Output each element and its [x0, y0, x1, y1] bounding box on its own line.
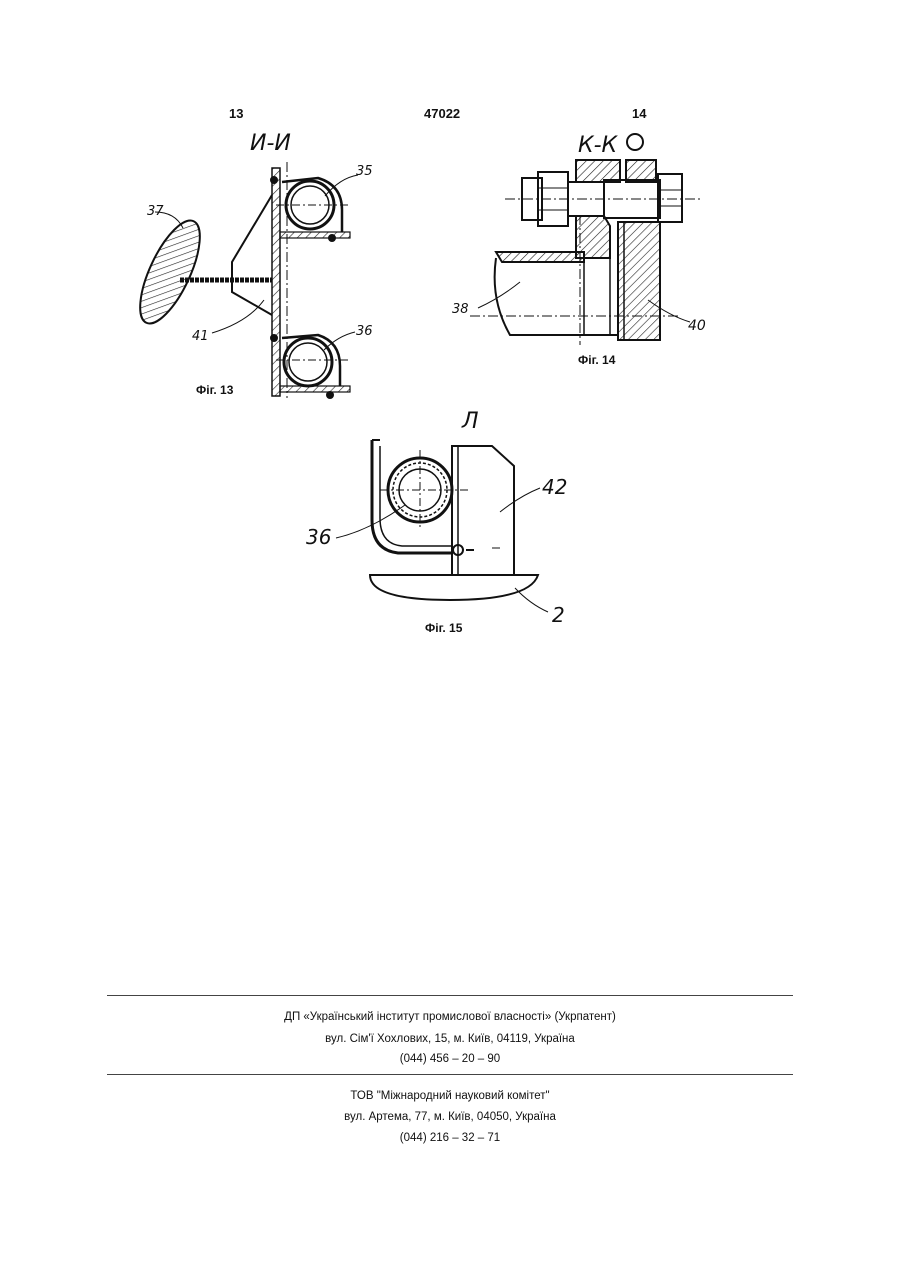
- fig15-caption: Фіг. 15: [425, 621, 463, 635]
- fig13-section-label: И-И: [250, 131, 291, 156]
- publisher-phone: (044) 456 – 20 – 90: [0, 1053, 900, 1065]
- fig14-callout-40: 40: [688, 318, 706, 334]
- fig15-callout-36: 36: [306, 525, 331, 549]
- fig15-callout-42: 42: [542, 475, 567, 499]
- fig13-caption: Фіг. 13: [196, 383, 234, 397]
- fig15-callout-2: 2: [552, 603, 565, 627]
- fig15-view-label: Л: [461, 409, 479, 434]
- patent-drawings: И-И 37 35 41 36 Фіг. 13: [0, 0, 900, 650]
- fig13-callout-36: 36: [356, 324, 373, 339]
- fig14-caption: Фіг. 14: [578, 353, 616, 367]
- fig13-callout-37: 37: [147, 204, 164, 219]
- publisher-name: ДП «Український інститут промислової вла…: [0, 1011, 900, 1023]
- printer-phone: (044) 216 – 32 – 71: [0, 1132, 900, 1144]
- footer-rule-top: [107, 995, 793, 996]
- fig14-section-label: К-К: [578, 133, 619, 158]
- printer-name: ТОВ "Міжнародний науковий комітет": [0, 1090, 900, 1102]
- fig14-callout-38: 38: [452, 302, 469, 317]
- printer-address: вул. Артема, 77, м. Київ, 04050, Україна: [0, 1111, 900, 1123]
- publisher-address: вул. Сім'ї Хохлових, 15, м. Київ, 04119,…: [0, 1033, 900, 1045]
- figure-14: К-К 38 40 Фіг. 14: [452, 133, 706, 367]
- figure-13: И-И 37 35 41 36 Фіг. 13: [128, 131, 372, 398]
- fig13-callout-41: 41: [192, 329, 209, 344]
- fig13-callout-35: 35: [356, 164, 373, 179]
- footer-rule-middle: [107, 1074, 793, 1075]
- figure-15: Л 42 36 2 Фіг. 15: [306, 409, 567, 635]
